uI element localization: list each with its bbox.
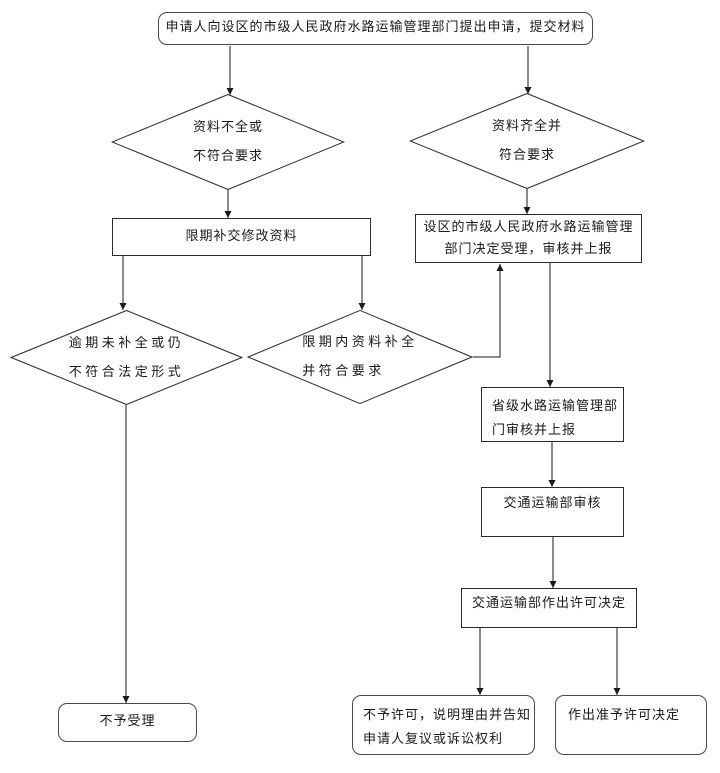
node-deny: 不予许可，说明理由并告知 申请人复议或诉讼权利 <box>352 695 535 755</box>
node-ministry-decision: 交通运输部作出许可决定 <box>461 588 637 628</box>
diamond-shape <box>247 310 473 404</box>
node-accept-label: 设区的市级人民政府水路运输管理 部门决定受理，审核并上报 <box>423 217 633 261</box>
conn-cond-supplemented-to-accept <box>473 264 504 358</box>
node-provincial: 省级水路运输管理部 门审核并上报 <box>481 387 624 442</box>
node-not-accepted: 不予受理 <box>58 703 197 742</box>
node-cond-complete-label: 资料齐全并 符合要求 <box>409 93 645 189</box>
label-line: 并符合要求 <box>302 364 385 379</box>
node-ministry-review: 交通运输部审核 <box>481 487 624 537</box>
node-supplement-label: 限期补交修改资料 <box>185 228 298 244</box>
label-line: 逾期未补全或仍 <box>68 335 185 351</box>
node-cond-supplemented: 限期内资料补全 并符合要求 <box>247 310 473 404</box>
node-grant: 作出准予许可决定 <box>555 695 707 755</box>
label-line: 资料不全或 <box>192 120 263 135</box>
label-line: 设区的市级人民政府水路运输管理 <box>423 219 634 235</box>
node-cond-overdue: 逾期未补全或仍 不符合法定形式 <box>10 310 243 405</box>
diamond-shape <box>111 94 345 190</box>
node-cond-supplemented-label: 限期内资料补全 并符合要求 <box>247 310 473 404</box>
node-provincial-label: 省级水路运输管理部 门审核并上报 <box>492 395 623 443</box>
node-start: 申请人向设区的市级人民政府水路运输管理部门提出申请，提交材料 <box>158 12 593 45</box>
label-line: 申请人复议或诉讼权利 <box>363 732 504 747</box>
diamond-shape <box>10 310 243 405</box>
node-cond-incomplete: 资料不全或 不符合要求 <box>111 94 345 190</box>
node-cond-complete: 资料齐全并 符合要求 <box>409 93 645 189</box>
label-line: 不符合法定形式 <box>68 364 185 380</box>
label-line: 省级水路运输管理部 <box>492 399 619 414</box>
node-cond-incomplete-label: 资料不全或 不符合要求 <box>111 94 345 190</box>
diamond-shape <box>409 93 645 189</box>
label-line: 门审核并上报 <box>492 423 577 438</box>
label-line: 部门决定受理，审核并上报 <box>444 241 613 257</box>
node-deny-label: 不予许可，说明理由并告知 申请人复议或诉讼权利 <box>363 704 534 752</box>
node-cond-overdue-label: 逾期未补全或仍 不符合法定形式 <box>10 310 243 405</box>
node-ministry-decision-label: 交通运输部作出许可决定 <box>471 596 626 611</box>
node-accept: 设区的市级人民政府水路运输管理 部门决定受理，审核并上报 <box>415 214 642 263</box>
label-line: 不予许可，说明理由并告知 <box>363 708 532 723</box>
label-line: 符合要求 <box>498 148 555 163</box>
node-start-label: 申请人向设区的市级人民政府水路运输管理部门提出申请，提交材料 <box>165 20 586 36</box>
node-ministry-review-label: 交通运输部审核 <box>503 496 602 511</box>
node-not-accepted-label: 不予受理 <box>99 714 156 730</box>
node-supplement: 限期补交修改资料 <box>112 218 371 256</box>
label-line: 不符合要求 <box>192 149 263 164</box>
label-line: 限期内资料补全 <box>302 335 418 350</box>
node-grant-label: 作出准予许可决定 <box>568 708 681 723</box>
label-line: 资料齐全并 <box>491 119 562 134</box>
